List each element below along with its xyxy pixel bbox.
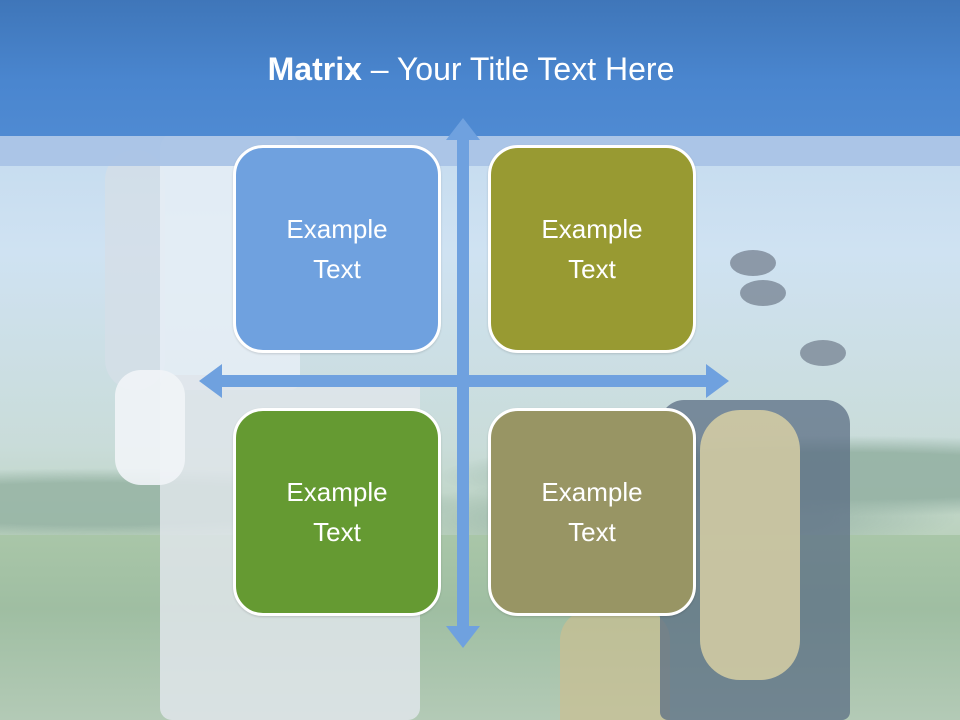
matrix-box-bottom-right[interactable]: Example Text [488, 408, 696, 616]
matrix-box-top-right[interactable]: Example Text [488, 145, 696, 353]
matrix-box-bottom-left[interactable]: Example Text [233, 408, 441, 616]
matrix-box-top-right-text: Example Text [541, 214, 643, 284]
arrowhead-left [199, 364, 222, 398]
slide-title-rest: – Your Title Text Here [361, 51, 675, 87]
slide-title-bold: Matrix [267, 51, 362, 87]
golf-bag-pocket [560, 610, 670, 720]
matrix-box-top-left-text: Example Text [286, 214, 388, 284]
arrowhead-down [446, 626, 480, 648]
golf-club-head [800, 340, 846, 366]
golf-bag-strap [700, 410, 800, 680]
matrix-box-top-left[interactable]: Example Text [233, 145, 441, 353]
golf-glove [115, 370, 185, 485]
golfer-arm [105, 150, 165, 390]
golf-club-head [730, 250, 776, 276]
matrix-box-bottom-left-text: Example Text [286, 477, 388, 547]
golf-club-head [740, 280, 786, 306]
slide-title[interactable]: Matrix – Your Title Text Here [0, 48, 960, 90]
arrowhead-up [446, 118, 480, 140]
title-bar [0, 0, 960, 136]
horizontal-axis-arrow [215, 375, 711, 387]
matrix-box-bottom-right-text: Example Text [541, 477, 643, 547]
title-band [0, 136, 960, 166]
arrowhead-right [706, 364, 729, 398]
